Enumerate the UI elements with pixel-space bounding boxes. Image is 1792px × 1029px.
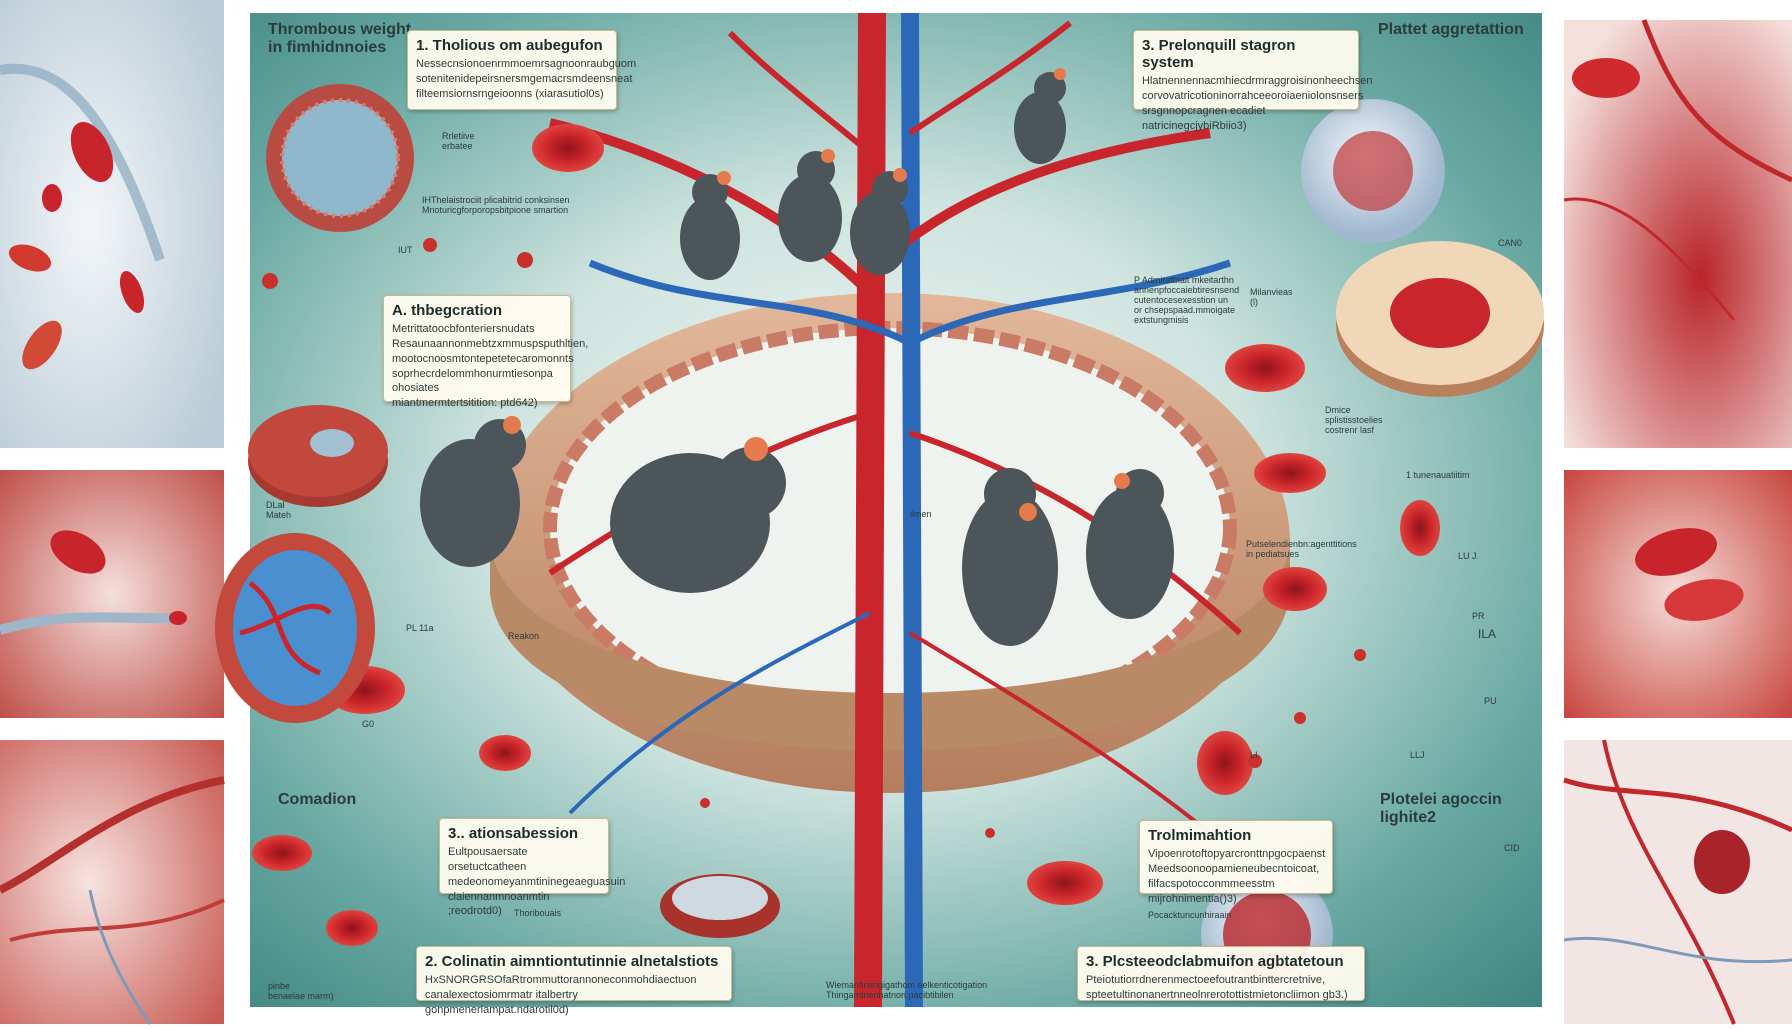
label-pocacktuncunhiraain: Pocacktuncunhiraain xyxy=(1148,910,1232,920)
left-panel-middle xyxy=(0,470,224,718)
label-thelaistrociit: IHThelaistrociit plicabitrid conksinsen … xyxy=(422,195,570,215)
platelet-particles xyxy=(262,238,1366,838)
info-card-body: Eultpousaersate orsetuctcatheen medeonom… xyxy=(448,846,626,918)
main-diagram: Thrombous weight in fimhidnnoies Plattet… xyxy=(215,12,1544,1016)
info-card-body: Vipoenrotoftopyarcronttnpgocpaenst Meeds… xyxy=(1148,848,1326,905)
info-card-title: A. thbegcration xyxy=(392,302,503,319)
label-lu-j: LU J xyxy=(1458,551,1477,561)
label-milanvieas: Milanvieas (l) xyxy=(1250,287,1293,307)
left-panel-top xyxy=(0,0,224,448)
label-llj: LLJ xyxy=(1410,750,1425,760)
info-card-4: 3.. ationsabession Eultpousaersate orset… xyxy=(439,818,625,917)
title-thrombus-weight: Thrombous weight in fimhidnnoies xyxy=(268,21,412,56)
label-reflective: Rrletiive erbatee xyxy=(442,131,475,151)
label-pl11a: PL 11a xyxy=(406,623,434,633)
label-canio: CAN0 xyxy=(1498,238,1523,248)
info-card-title: 3. Plcsteeodclabmuifon agbtatetoun xyxy=(1086,953,1344,970)
label-pu: PU xyxy=(1484,696,1497,706)
info-card-2: 3. Prelonquill stagron system Hlatnennen… xyxy=(1133,30,1373,132)
label-ilmen: ilmen xyxy=(910,509,932,519)
label-li: LI xyxy=(1250,750,1258,760)
info-card-7: 3. Plcsteeodclabmuifon agbtatetoun Pteio… xyxy=(1077,946,1365,1001)
title-platelet-aggregation: Plattet aggretattion xyxy=(1378,21,1524,38)
right-panel-top xyxy=(1563,19,1792,448)
label-dlal-mateh: DLal Mateh xyxy=(266,500,292,520)
label-wiemanfirsing: Wiemanfirsingigathom oelkenticotigation … xyxy=(826,980,988,1000)
label-tunenauatiitim: 1 tunenauatiitim xyxy=(1406,470,1470,480)
mouse-illustrations xyxy=(420,68,1174,646)
left-panel-bottom xyxy=(0,740,225,1025)
right-panel-bottom xyxy=(1563,739,1792,1025)
label-p-admin: P Admiratbiait mkeitarthn annenpfoccaieb… xyxy=(1134,275,1240,325)
label-g0: G0 xyxy=(362,719,375,729)
right-panel-middle xyxy=(1564,470,1792,718)
info-card-title: 2. Colinatin aimntiontutinnie alnetalsti… xyxy=(425,953,719,970)
label-cid: CID xyxy=(1504,843,1520,853)
info-card-body: Nessecnsionoenrmmoemrsagnoonraubguom sot… xyxy=(416,58,637,100)
label-iut: IUT xyxy=(398,245,413,255)
info-card-body: HxSNORGRSOfaRtrommuttorannoneconmohdiaec… xyxy=(425,974,697,1016)
info-card-title: 3.. ationsabession xyxy=(448,825,579,842)
info-card-6: 2. Colinatin aimntiontutinnie alnetalsti… xyxy=(416,946,732,1016)
label-dmice: Dmice splistisstoelies costrenr lasf xyxy=(1325,405,1383,435)
label-pr: PR xyxy=(1472,611,1485,621)
title-platelet-lighite: Plotelei agoccin lighite2 xyxy=(1380,791,1502,826)
vessel-ring xyxy=(490,293,1290,793)
label-ila: ILA xyxy=(1478,627,1497,641)
info-card-5: Trolmimahtion Vipoenrotoftopyarcronttnpg… xyxy=(1139,820,1333,905)
label-bottom-note: pinbe benaelae marm) xyxy=(268,981,334,1001)
info-card-1: 1. Tholious om aubegufon Nessecnsionoenr… xyxy=(407,30,637,110)
info-card-title: 1. Tholious om aubegufon xyxy=(416,37,603,54)
info-card-title: 3. Prelonquill stagron system xyxy=(1142,37,1296,71)
label-putselendienbn: Putselendienbn:agenttitions in pediatsue… xyxy=(1246,539,1357,559)
info-card-title: Trolmimahtion xyxy=(1148,827,1252,844)
info-card-body: Pteiotutiorrdnerenmectoeefoutrantbintter… xyxy=(1086,974,1348,1001)
info-card-3: A. thbegcration Metrittatoocbfonteriersn… xyxy=(383,295,588,409)
info-card-body: Hlatnennennacmhiecdrmraggroisinonheechse… xyxy=(1142,75,1373,132)
info-card-body: Metrittatoocbfonteriersnudats Resaunaann… xyxy=(392,323,589,410)
label-reakon: Reakon xyxy=(508,631,540,641)
label-thoribouais: Thoribouais xyxy=(514,908,562,918)
red-blood-cells xyxy=(252,124,1440,946)
central-vessel xyxy=(548,12,1243,1008)
title-comadion: Comadion xyxy=(278,791,357,808)
